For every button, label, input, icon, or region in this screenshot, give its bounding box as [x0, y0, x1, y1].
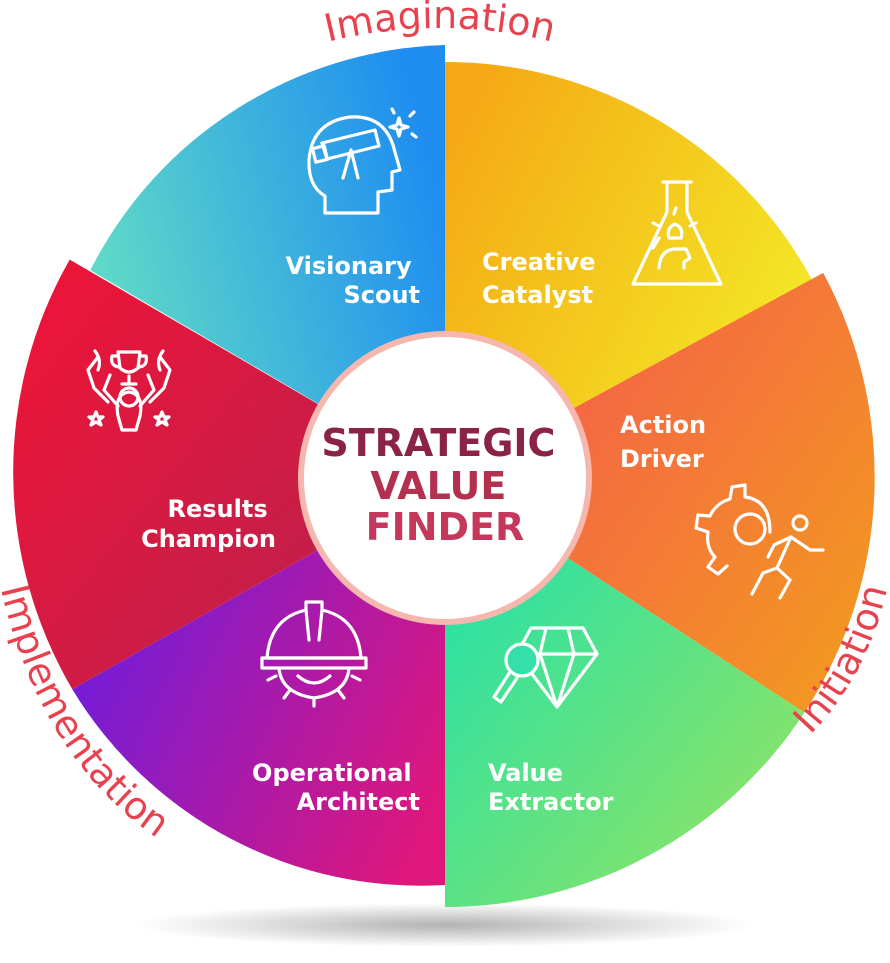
label-visionary-scout: Visionary Scout — [286, 252, 421, 309]
segment-action-driver[interactable] — [445, 272, 875, 713]
runner-gear-icon — [694, 483, 825, 600]
segment-labels: Visionary Scout Creative Catalyst Action… — [141, 248, 714, 816]
label-action-driver: Action Driver — [620, 411, 714, 473]
label-creative-catalyst: Creative Catalyst — [482, 248, 604, 309]
label-value-extractor: Value Extractor — [488, 759, 614, 816]
center-circle — [304, 337, 586, 619]
center-title: STRATEGIC VALUE FINDER — [321, 421, 568, 549]
flask-bulb-icon — [631, 180, 723, 286]
diamond-magnifier-icon — [492, 626, 599, 709]
wheel-shadow — [135, 903, 755, 947]
telescope-head-icon — [307, 107, 418, 215]
trophy-winner-icon — [86, 349, 172, 432]
hardhat-gear-icon — [260, 600, 368, 708]
label-operational-architect: Operational Architect — [252, 759, 420, 816]
label-results-champion: Results Champion — [141, 495, 276, 553]
phase-label-imagination: Imagination — [320, 0, 560, 51]
